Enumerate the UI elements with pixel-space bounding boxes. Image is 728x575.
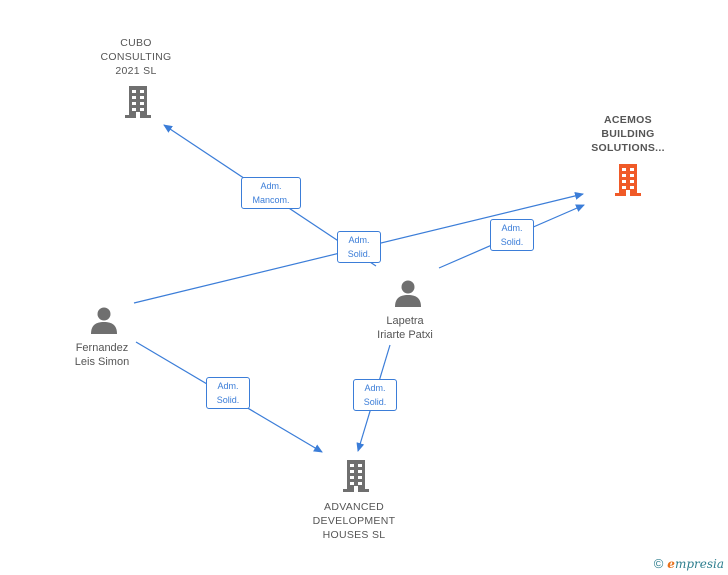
label-line: DEVELOPMENT <box>312 515 396 527</box>
edge-label-line: Adm. <box>364 383 386 393</box>
label-line: Fernandez <box>75 342 129 354</box>
edge-label-line: Mancom. <box>252 195 290 205</box>
edge-label-adm-solid-lapetra[interactable]: Adm. Solid. <box>353 379 397 411</box>
brand-logo[interactable]: empresia <box>667 557 724 571</box>
edge-label-line: Adm. <box>217 381 239 391</box>
building-icon[interactable] <box>612 162 644 198</box>
label-line: BUILDING <box>601 128 655 140</box>
edge-label-adm-solid-center[interactable]: Adm. Solid. <box>337 231 381 263</box>
edge-label-adm-solid-fernandez[interactable]: Adm. Solid. <box>206 377 250 409</box>
node-label-fernandez[interactable]: Fernandez Leis Simon <box>52 341 152 369</box>
building-icon[interactable] <box>122 84 154 120</box>
edge-label-adm-mancom[interactable]: Adm. Mancom. <box>241 177 301 209</box>
edge-label-line: Solid. <box>216 395 240 405</box>
label-line: Lapetra <box>386 315 424 327</box>
edge-label-line: Solid. <box>347 249 371 259</box>
edge-label-line: Adm. <box>260 181 282 191</box>
brand-text: mpresia <box>674 556 724 571</box>
edge-label-adm-solid-acemos[interactable]: Adm. Solid. <box>490 219 534 251</box>
edge-label-line: Solid. <box>500 237 524 247</box>
node-label-acemos[interactable]: ACEMOS BUILDING SOLUTIONS... <box>570 113 686 155</box>
node-label-advanced[interactable]: ADVANCED DEVELOPMENT HOUSES SL <box>294 500 414 542</box>
label-line: ADVANCED <box>324 501 384 513</box>
node-label-lapetra[interactable]: Lapetra Iriarte Patxi <box>355 314 455 342</box>
label-line: HOUSES SL <box>322 529 386 541</box>
label-line: Leis Simon <box>74 356 130 368</box>
edge-label-line: Solid. <box>363 397 387 407</box>
person-icon[interactable] <box>89 305 119 335</box>
label-line: ACEMOS <box>604 114 652 126</box>
edge-label-line: Adm. <box>348 235 370 245</box>
label-line: CUBO <box>120 37 152 49</box>
copyright-icon: © <box>653 556 664 571</box>
person-icon[interactable] <box>393 278 423 308</box>
label-line: SOLUTIONS... <box>591 142 665 154</box>
node-label-cubo[interactable]: CUBO CONSULTING 2021 SL <box>84 36 188 78</box>
label-line: Iriarte Patxi <box>377 329 433 341</box>
label-line: CONSULTING <box>100 51 172 63</box>
building-icon[interactable] <box>340 458 372 494</box>
brand-letter: e <box>667 556 675 571</box>
edge-label-line: Adm. <box>501 223 523 233</box>
footer-brand: © empresia <box>654 556 724 571</box>
label-line: 2021 SL <box>115 65 157 77</box>
